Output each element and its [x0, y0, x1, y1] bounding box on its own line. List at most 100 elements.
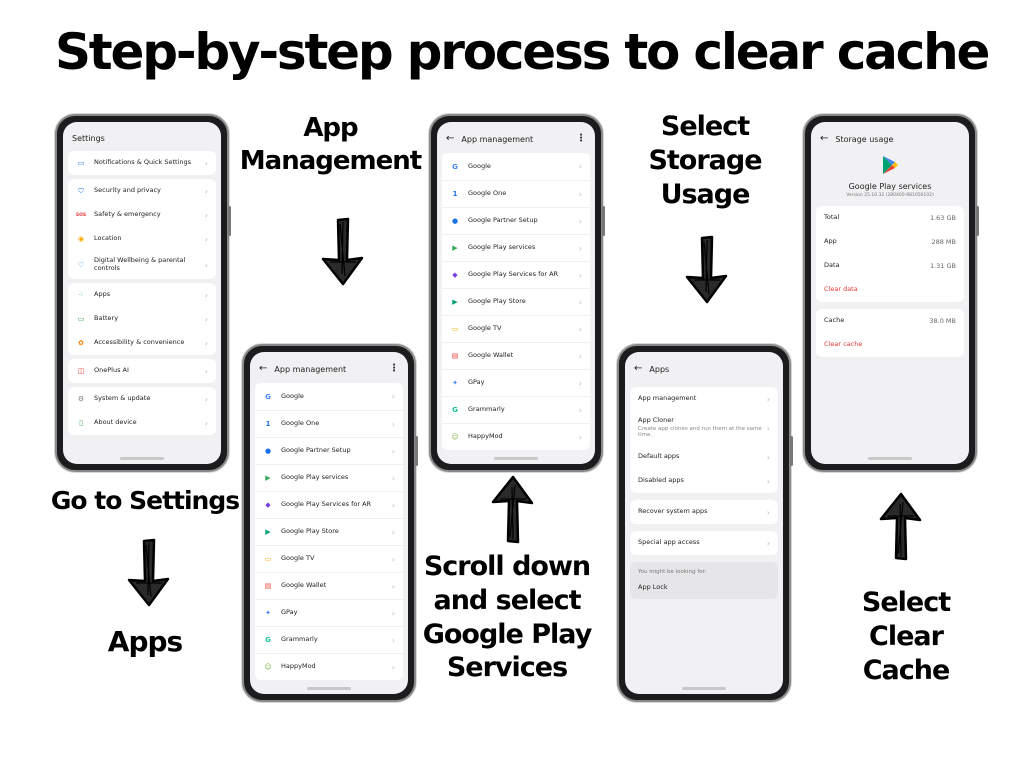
- app-item-happymod[interactable]: ☺HappyMod›: [442, 423, 590, 450]
- more-vertical-icon[interactable]: ⋮: [576, 133, 586, 144]
- app-item-label: Google Partner Setup: [281, 446, 351, 455]
- settings-item-accessibility[interactable]: ✿Accessibility & convenience›: [68, 331, 216, 355]
- settings-group: ⁘Apps› ▭Battery› ✿Accessibility & conven…: [68, 283, 216, 355]
- apps-group: Recover system apps›: [630, 500, 778, 524]
- app-item-play-services-ar[interactable]: ◆Google Play Services for AR›: [442, 261, 590, 288]
- nav-handle[interactable]: [868, 457, 912, 460]
- app-item-google-play-services[interactable]: ▶Google Play services›: [442, 234, 590, 261]
- chevron-right-icon: ›: [204, 418, 208, 428]
- grammarly-icon: G: [452, 406, 458, 414]
- settings-item-wellbeing[interactable]: ♡Digital Wellbeing & parental controls›: [68, 251, 216, 279]
- app-item-google-play-services[interactable]: ▶Google Play services›: [255, 464, 403, 491]
- app-item-label: Google Partner Setup: [468, 216, 538, 225]
- app-item-google-tv[interactable]: ▭Google TV›: [442, 315, 590, 342]
- chevron-right-icon: ›: [578, 378, 582, 388]
- chevron-right-icon: ›: [391, 392, 395, 401]
- app-item-google-wallet[interactable]: ▤Google Wallet›: [442, 342, 590, 369]
- nav-handle[interactable]: [494, 457, 538, 460]
- apps-item-label: Recover system apps: [638, 507, 708, 516]
- settings-item-oneplus-ai[interactable]: ◫ OnePlus AI ›: [68, 359, 216, 383]
- caption-go-to-settings: Go to Settings: [50, 486, 240, 515]
- app-item-label: Google Play services: [468, 243, 536, 252]
- ar-core-icon: ◆: [452, 271, 458, 279]
- app-item-label: Google One: [468, 189, 507, 198]
- chevron-right-icon: ›: [391, 500, 395, 510]
- back-arrow-icon[interactable]: ←: [634, 363, 643, 374]
- app-item-google-partner-setup[interactable]: ●Google Partner Setup›: [255, 437, 403, 464]
- app-item-gpay[interactable]: ✦GPay›: [442, 369, 590, 396]
- settings-item-notifications[interactable]: ▭Notifications & Quick Settings›: [68, 151, 216, 175]
- caption-select-storage-usage: Select Storage Usage: [635, 110, 775, 211]
- chevron-right-icon: ›: [204, 366, 208, 376]
- caption-app-management: App Management: [238, 112, 423, 177]
- chevron-right-icon: ›: [766, 452, 770, 462]
- app-item-label: GPay: [281, 608, 298, 617]
- sos-icon: SOS: [75, 212, 87, 218]
- chevron-right-icon: ›: [391, 446, 395, 456]
- apps-item-label: Special app access: [638, 538, 700, 547]
- apps-item-disabled-apps[interactable]: Disabled apps›: [630, 469, 778, 493]
- chevron-right-icon: ›: [578, 270, 582, 280]
- app-item-gpay[interactable]: ✦GPay›: [255, 599, 403, 626]
- settings-item-apps[interactable]: ⁘Apps›: [68, 283, 216, 307]
- down-arrow-icon: [321, 217, 364, 286]
- nav-handle[interactable]: [120, 457, 164, 460]
- app-item-google-wallet[interactable]: ▤Google Wallet›: [255, 572, 403, 599]
- app-item-play-services-ar[interactable]: ◆Google Play Services for AR›: [255, 491, 403, 518]
- ai-icon: ◫: [77, 367, 85, 375]
- chevron-right-icon: ›: [391, 527, 395, 537]
- app-item-play-store[interactable]: ▶Google Play Store›: [255, 518, 403, 545]
- wallet-icon: ▤: [264, 582, 272, 590]
- app-item-label: Google: [281, 391, 304, 400]
- play-services-icon: ▶: [452, 244, 458, 252]
- settings-item-label: OnePlus AI: [94, 366, 129, 375]
- apps-item-special-app-access[interactable]: Special app access›: [630, 531, 778, 555]
- suggestion-item-app-lock[interactable]: App Lock: [638, 583, 668, 591]
- settings-item-about[interactable]: ▯About device›: [68, 411, 216, 435]
- settings-item-battery[interactable]: ▭Battery›: [68, 307, 216, 331]
- storage-label: Total: [824, 213, 840, 222]
- caption-line: and select: [433, 584, 581, 616]
- chevron-right-icon: ›: [204, 186, 208, 196]
- app-item-happymod[interactable]: ☺HappyMod›: [255, 653, 403, 680]
- nav-handle[interactable]: [307, 687, 351, 690]
- settings-item-location[interactable]: ◉Location›: [68, 227, 216, 251]
- settings-item-security[interactable]: ⛉Security and privacy›: [68, 179, 216, 203]
- settings-item-label: Security and privacy: [94, 186, 161, 195]
- notification-icon: ▭: [77, 159, 85, 167]
- nav-handle[interactable]: [682, 687, 726, 690]
- app-item-play-store[interactable]: ▶Google Play Store›: [442, 288, 590, 315]
- chevron-right-icon: ›: [391, 473, 395, 483]
- back-arrow-icon[interactable]: ←: [446, 133, 455, 144]
- app-item-google-tv[interactable]: ▭Google TV›: [255, 545, 403, 572]
- apps-item-recover-system-apps[interactable]: Recover system apps›: [630, 500, 778, 524]
- back-arrow-icon[interactable]: ←: [820, 133, 829, 144]
- app-management-title: App management: [274, 364, 347, 374]
- app-item-label: Grammarly: [468, 405, 505, 414]
- chevron-right-icon: ›: [391, 635, 395, 645]
- wallet-icon: ▤: [451, 352, 459, 360]
- apps-item-app-management[interactable]: App management›: [630, 387, 778, 411]
- chevron-right-icon: ›: [204, 158, 208, 168]
- apps-item-default-apps[interactable]: Default apps›: [630, 445, 778, 469]
- clear-data-label: Clear data: [824, 285, 858, 294]
- app-item-google-partner-setup[interactable]: ●Google Partner Setup›: [442, 207, 590, 234]
- back-arrow-icon[interactable]: ←: [259, 363, 268, 374]
- clear-cache-button[interactable]: Clear cache: [816, 333, 964, 357]
- more-vertical-icon[interactable]: ⋮: [389, 363, 399, 374]
- clear-data-button[interactable]: Clear data: [816, 278, 964, 302]
- settings-item-system[interactable]: ⚙System & update›: [68, 387, 216, 411]
